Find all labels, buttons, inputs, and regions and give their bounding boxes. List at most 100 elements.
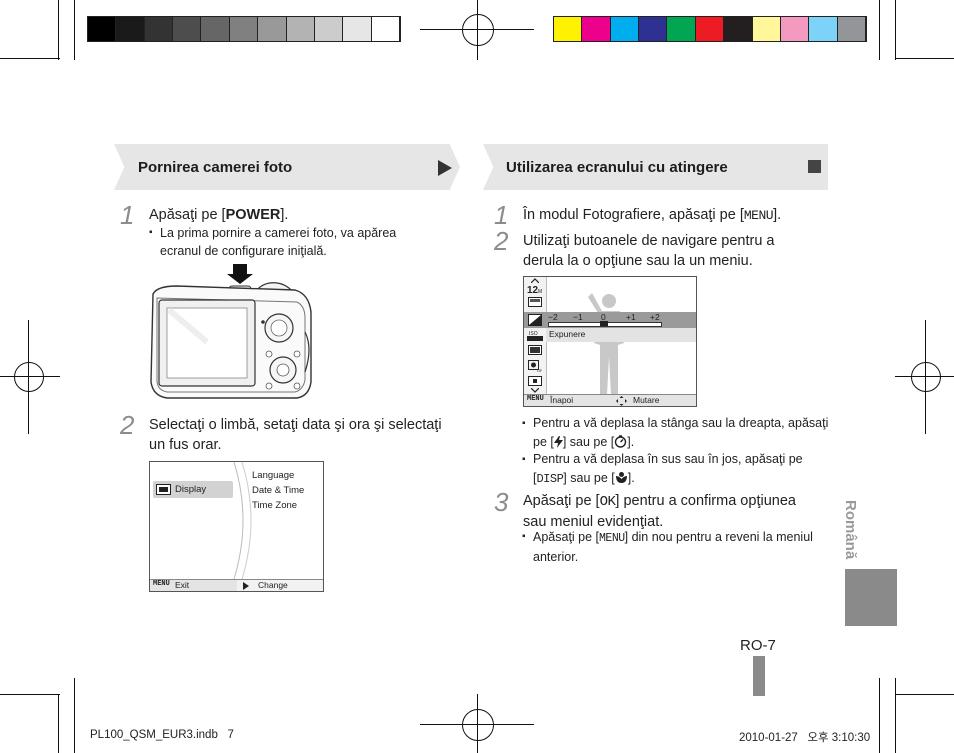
- right-section-header: Utilizarea ecranului cu atingere: [483, 144, 828, 190]
- process-swatch-2: [610, 17, 640, 41]
- process-swatch-6: [724, 17, 753, 41]
- display-tab[interactable]: [153, 481, 233, 498]
- right-section-title: Utilizarea ecranului cu atingere: [506, 159, 728, 176]
- right-step3-text: Apăsaţi pe [OK] pentru a confirma opţiun…: [523, 493, 796, 530]
- scale-minus1: −1: [573, 312, 583, 322]
- right-step3-bullet: Apăsaţi pe [MENU] din nou pentru a reven…: [522, 528, 823, 566]
- right-step2-number: 2: [494, 226, 509, 256]
- process-swatch-10: [837, 17, 866, 41]
- grayscale-color-bar: [87, 16, 401, 42]
- gray-swatch-6: [258, 17, 287, 41]
- flash-icon: [553, 436, 563, 448]
- process-swatch-0: [554, 17, 583, 41]
- right-step2-text: Utilizaţi butoanele de navigare pentru a…: [523, 233, 775, 269]
- play-triangle-icon: [438, 160, 452, 176]
- white-balance-icon[interactable]: [528, 345, 542, 355]
- macro-icon: [615, 472, 627, 483]
- process-swatch-1: [582, 17, 611, 41]
- stop-square-icon: [808, 160, 821, 173]
- camera-illustration: [150, 264, 312, 399]
- right-arrow-icon: [243, 582, 249, 590]
- scale-zero: 0: [601, 312, 606, 322]
- right-step1-text: În modul Fotografiere, apăsaţi pe [MENU]…: [523, 207, 782, 223]
- gray-swatch-8: [314, 17, 344, 41]
- four-way-arrow-icon: [616, 396, 627, 406]
- process-swatch-8: [780, 17, 810, 41]
- page-number-tab: [753, 656, 765, 696]
- right-bullet-up-down: Pentru a vă deplasa în sus sau în jos, a…: [522, 450, 833, 489]
- exposure-label: Expunere: [549, 329, 586, 339]
- exposure-screen-footer: MENU Înapoi Mutare: [524, 394, 696, 406]
- left-step2-text: Selectaţi o limbă, setaţi data şi ora şi…: [149, 417, 442, 453]
- left-step2-number: 2: [120, 410, 135, 440]
- face-detection-icon[interactable]: OFF: [528, 360, 542, 372]
- disp-key: DISP: [536, 472, 564, 486]
- person-silhouette-image: [588, 293, 630, 395]
- display-icon: [156, 484, 171, 495]
- change-key-bg: [237, 580, 323, 591]
- gray-swatch-3: [173, 17, 202, 41]
- exposure-menu-screen: 12M ISO OFF −2 −1 0 +1 +2 Expunere MENU …: [523, 276, 697, 407]
- right-step3-number: 3: [494, 487, 509, 517]
- gray-swatch-0: [88, 17, 117, 41]
- ok-key: OK: [599, 494, 616, 510]
- process-swatch-3: [639, 17, 668, 41]
- gray-swatch-7: [286, 17, 315, 41]
- power-key: POWER: [225, 207, 281, 223]
- left-section-header: Pornirea camerei foto: [114, 144, 460, 190]
- process-swatch-7: [752, 17, 781, 41]
- footer-timestamp: 2010-01-27 오후 3:10:30: [739, 732, 871, 744]
- scale-plus1: +1: [626, 312, 636, 322]
- option-date-time[interactable]: Date & Time: [252, 485, 305, 496]
- gray-swatch-5: [229, 17, 259, 41]
- exposure-label-bar: [546, 328, 696, 342]
- process-swatch-9: [809, 17, 838, 41]
- screen-curve-decoration: [233, 462, 252, 579]
- language-side-tab: [845, 569, 897, 626]
- scale-plus2: +2: [650, 312, 660, 322]
- down-arrow-icon: [531, 388, 539, 393]
- menu-key: MENU: [743, 208, 774, 223]
- svg-text:OFF: OFF: [537, 368, 542, 372]
- setup-screen-footer: MENU Exit Change: [150, 579, 323, 591]
- option-time-zone[interactable]: Time Zone: [252, 500, 298, 511]
- initial-setup-screen: Display Language Date & Time Time Zone M…: [149, 461, 324, 592]
- footer-file-info: PL100_QSM_EUR3.indb 7: [90, 729, 234, 741]
- exposure-icon[interactable]: [528, 314, 542, 326]
- left-step1-text: Apăsaţi pe [POWER].: [149, 207, 289, 223]
- gray-swatch-4: [201, 17, 230, 41]
- quality-icon[interactable]: [528, 297, 542, 307]
- change-label: Change: [258, 580, 288, 590]
- gray-swatch-2: [144, 17, 174, 41]
- process-color-bar: [553, 16, 867, 42]
- process-swatch-4: [667, 17, 696, 41]
- left-step1-number: 1: [120, 200, 135, 230]
- menu-key-label[interactable]: MENU: [527, 395, 544, 403]
- scale-minus2: −2: [548, 312, 558, 322]
- svg-text:ISO: ISO: [529, 331, 538, 337]
- gray-swatch-1: [116, 17, 145, 41]
- focus-area-icon[interactable]: [528, 376, 542, 386]
- language-side-label: Română: [842, 500, 859, 560]
- gray-swatch-9: [343, 17, 372, 41]
- up-arrow-icon: [531, 278, 539, 283]
- move-label: Mutare: [633, 395, 660, 405]
- back-label: Înapoi: [550, 395, 574, 405]
- iso-icon[interactable]: ISO: [527, 330, 543, 341]
- left-step1-bullet: La prima pornire a camerei foto, va apăr…: [149, 224, 440, 260]
- left-section-title: Pornirea camerei foto: [138, 159, 293, 176]
- svg-text:12: 12: [527, 285, 539, 294]
- display-tab-label: Display: [175, 484, 207, 495]
- menu-key-label[interactable]: MENU: [153, 580, 170, 588]
- exit-label: Exit: [175, 580, 190, 590]
- svg-text:M: M: [538, 289, 542, 294]
- menu-key: MENU: [599, 532, 625, 545]
- self-timer-icon: [615, 435, 627, 448]
- right-bullet-left-right: Pentru a vă deplasa la stânga sau la dre…: [522, 414, 833, 452]
- option-language[interactable]: Language: [252, 470, 295, 481]
- process-swatch-5: [695, 17, 725, 41]
- right-step1-number: 1: [494, 200, 509, 230]
- exposure-slider-thumb[interactable]: [600, 321, 608, 326]
- gray-swatch-10: [371, 17, 400, 41]
